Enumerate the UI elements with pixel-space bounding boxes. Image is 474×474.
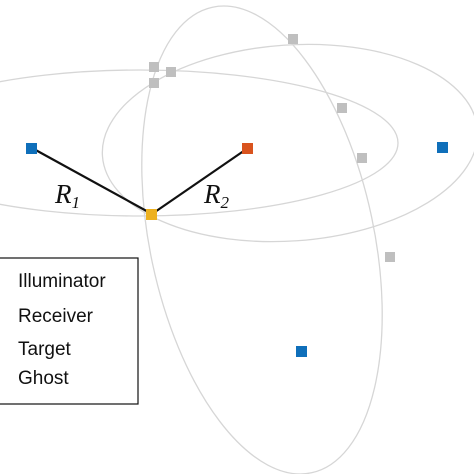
iso-range-ellipse-tilted bbox=[101, 43, 474, 243]
range-label-r2: R2 bbox=[203, 179, 230, 212]
legend-item-ghost: Ghost bbox=[18, 368, 69, 389]
ghost-marker bbox=[166, 67, 176, 77]
ghost-marker bbox=[149, 62, 159, 72]
illuminator-marker bbox=[296, 346, 307, 357]
range-label-r1: R1 bbox=[54, 179, 80, 212]
legend-item-illuminator: Illuminator bbox=[18, 271, 106, 292]
receiver-marker bbox=[242, 143, 253, 154]
legend-item-receiver: Receiver bbox=[18, 306, 94, 327]
iso-range-ellipse-wide bbox=[0, 69, 399, 217]
illuminator-marker bbox=[437, 142, 448, 153]
ghost-marker bbox=[337, 103, 347, 113]
illuminator-marker bbox=[26, 143, 37, 154]
ghost-marker bbox=[385, 252, 395, 262]
target-marker bbox=[146, 209, 157, 220]
iso-range-ellipse-tall bbox=[141, 5, 383, 474]
legend-item-target: Target bbox=[18, 339, 72, 360]
range-line-r2 bbox=[151, 147, 249, 215]
legend-box bbox=[0, 257, 139, 405]
ghost-marker bbox=[357, 153, 367, 163]
range-line-r1 bbox=[31, 147, 153, 215]
legend: Illuminator Receiver Target Ghost bbox=[0, 257, 139, 405]
ghost-marker bbox=[149, 78, 159, 88]
ghost-marker bbox=[288, 34, 298, 44]
